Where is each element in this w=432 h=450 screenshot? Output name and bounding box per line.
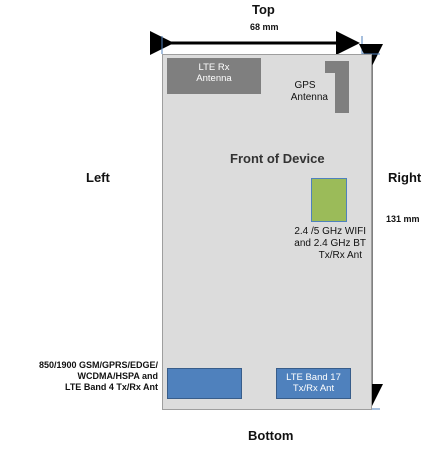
height-dimension-label: 131 mm [386, 214, 420, 224]
wifi-bt-line2: and 2.4 GHz BT [294, 238, 366, 249]
wifi-bt-line3: Tx/Rx Ant [318, 250, 362, 261]
lte-rx-antenna-line2: Antenna [196, 73, 232, 84]
device-body [162, 54, 372, 410]
wifi-bt-antenna-label: 2.4 /5 GHz WIFI and 2.4 GHz BT Tx/Rx Ant [246, 226, 366, 262]
main-antenna [167, 368, 242, 399]
lte-rx-antenna: LTE Rx Antenna [167, 58, 261, 94]
main-antenna-line2: WCDMA/HSPA and [77, 371, 159, 381]
gps-antenna-label: GPS Antenna [270, 80, 328, 104]
left-label: Left [86, 170, 110, 185]
top-label: Top [252, 2, 275, 17]
wifi-bt-antenna [311, 178, 347, 222]
gps-antenna-line1: GPS [294, 80, 316, 91]
wifi-bt-line1: 2.4 /5 GHz WIFI [294, 226, 366, 237]
gps-antenna-line2: Antenna [290, 92, 328, 103]
main-antenna-line1: 850/1900 GSM/GPRS/EDGE/ [38, 360, 158, 370]
lte-band17-antenna: LTE Band 17 Tx/Rx Ant [276, 368, 351, 399]
lte-rx-antenna-line1: LTE Rx [198, 62, 230, 73]
width-dimension-label: 68 mm [250, 22, 279, 32]
front-of-device-label: Front of Device [230, 151, 325, 166]
lte-band17-line1: LTE Band 17 [286, 372, 341, 383]
gps-antenna-vertical [335, 61, 349, 113]
main-antenna-label: 850/1900 GSM/GPRS/EDGE/ WCDMA/HSPA and L… [0, 360, 158, 393]
bottom-label: Bottom [248, 428, 294, 443]
right-label: Right [388, 170, 422, 185]
main-antenna-line3: LTE Band 4 Tx/Rx Ant [64, 382, 158, 392]
lte-band17-line2: Tx/Rx Ant [292, 383, 335, 394]
